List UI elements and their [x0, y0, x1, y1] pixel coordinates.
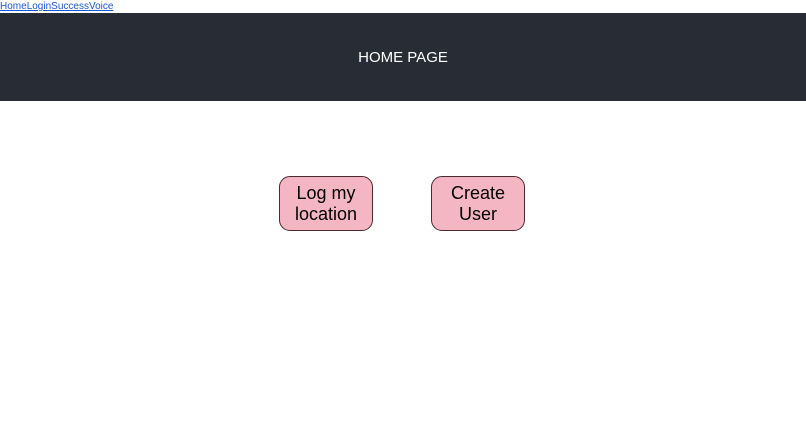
log-location-label: Log my location [294, 182, 358, 224]
nav-link-login[interactable]: Login [26, 1, 52, 12]
top-nav: HomeLoginSuccessVoice [0, 0, 806, 13]
nav-link-success[interactable]: Success [51, 1, 89, 12]
page-title: HOME PAGE [358, 48, 448, 66]
create-user-button[interactable]: Create User [431, 176, 525, 231]
nav-link-voice[interactable]: Voice [88, 1, 114, 12]
log-location-button[interactable]: Log my location [279, 176, 373, 231]
page-header: HOME PAGE [0, 13, 806, 101]
create-user-label: Create User [450, 182, 506, 224]
nav-link-home[interactable]: Home [0, 1, 27, 12]
